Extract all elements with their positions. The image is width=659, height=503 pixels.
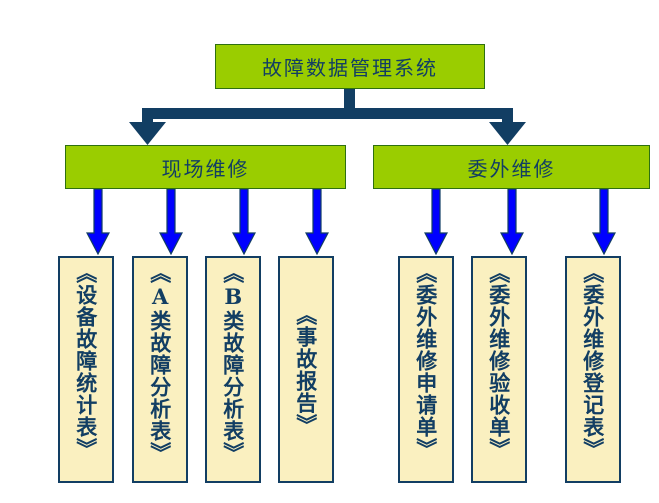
- node-branch-outsourced-label: 委外维修: [467, 156, 556, 181]
- arrow-outsourced-to-leaf-3: [592, 189, 616, 255]
- arrow-onsite-to-leaf-1: [86, 189, 110, 255]
- leaf-label: 《设备故障统计表》: [73, 262, 99, 460]
- leaf-label: 《A类故障分析表》: [147, 262, 173, 464]
- leaf-label: 《委外维修登记表》: [580, 262, 606, 460]
- arrow-onsite-to-leaf-4: [305, 189, 329, 255]
- arrow-outsourced-to-leaf-1: [424, 189, 448, 255]
- node-branch-outsourced[interactable]: 委外维修: [373, 145, 650, 189]
- leaf-accident-report[interactable]: 《事故报告》: [278, 256, 334, 483]
- node-branch-onsite-label: 现场维修: [161, 156, 250, 181]
- arrow-onsite-to-leaf-3: [232, 189, 256, 255]
- leaf-label: 《事故报告》: [293, 303, 319, 436]
- leaf-outsourced-repair-application[interactable]: 《委外维修申请单》: [398, 256, 454, 483]
- leaf-label: 《B类故障分析表》: [220, 262, 246, 464]
- leaf-class-a-fault-analysis[interactable]: 《A类故障分析表》: [132, 256, 188, 483]
- leaf-equipment-fault-statistics[interactable]: 《设备故障统计表》: [58, 256, 114, 483]
- leaf-outsourced-repair-acceptance[interactable]: 《委外维修验收单》: [471, 256, 527, 483]
- node-branch-onsite[interactable]: 现场维修: [65, 145, 346, 189]
- leaf-label: 《委外维修验收单》: [486, 262, 512, 460]
- arrow-outsourced-to-leaf-2: [500, 189, 524, 255]
- leaf-label: 《委外维修申请单》: [413, 262, 439, 460]
- node-root-label: 故障数据管理系统: [262, 56, 438, 80]
- leaf-class-b-fault-analysis[interactable]: 《B类故障分析表》: [205, 256, 261, 483]
- arrow-onsite-to-leaf-2: [159, 189, 183, 255]
- leaf-outsourced-repair-registration[interactable]: 《委外维修登记表》: [565, 256, 621, 483]
- node-root-system[interactable]: 故障数据管理系统: [215, 44, 485, 89]
